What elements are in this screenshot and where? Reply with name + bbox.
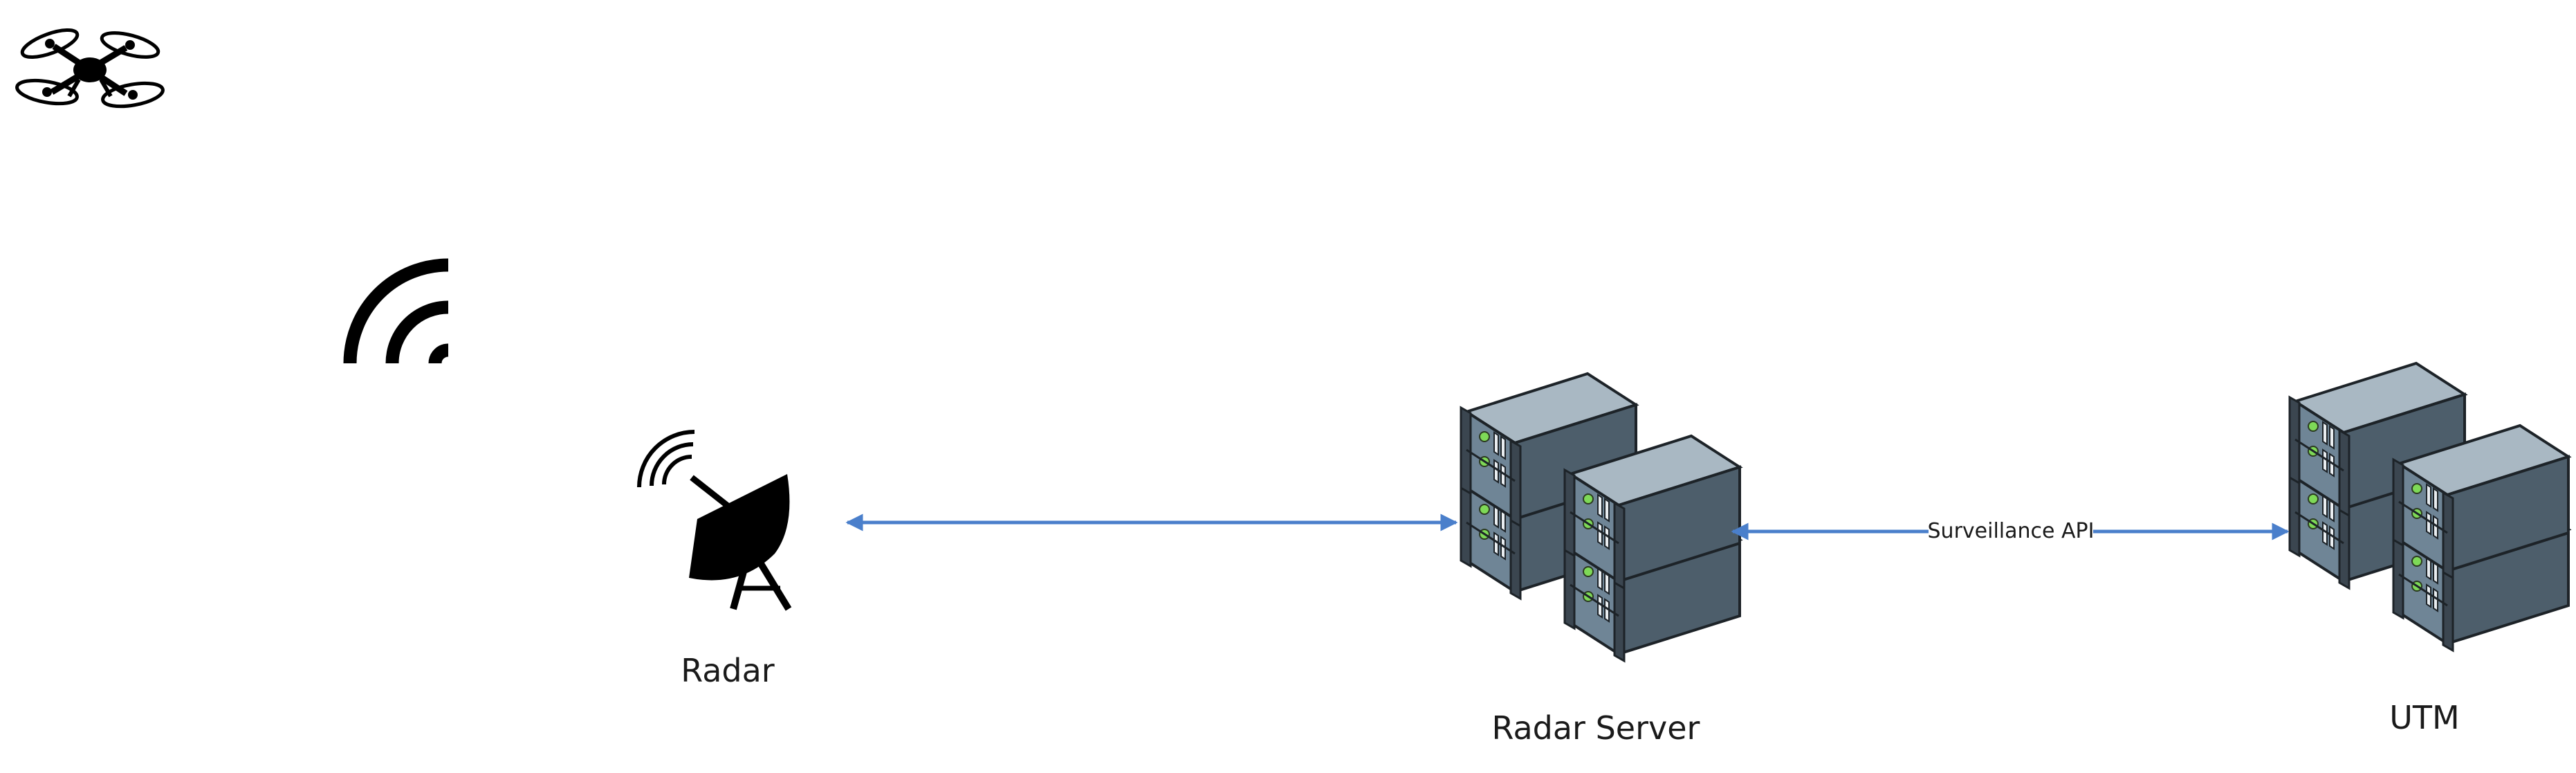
radar-dish-icon: [637, 430, 792, 611]
node-label-utm: UTM: [2389, 699, 2459, 736]
utm-server-icon: [2290, 363, 2568, 651]
node-label-radar: Radar: [681, 652, 775, 689]
edge-label-surveillance-api: Surveillance API: [1928, 519, 2095, 543]
node-label-radar-server: Radar Server: [1492, 709, 1700, 747]
edge-label-background: [1929, 518, 2093, 545]
signal-waves-icon: [343, 258, 449, 364]
radar-server-icon: [1461, 374, 1740, 661]
drone-icon: [15, 28, 165, 109]
